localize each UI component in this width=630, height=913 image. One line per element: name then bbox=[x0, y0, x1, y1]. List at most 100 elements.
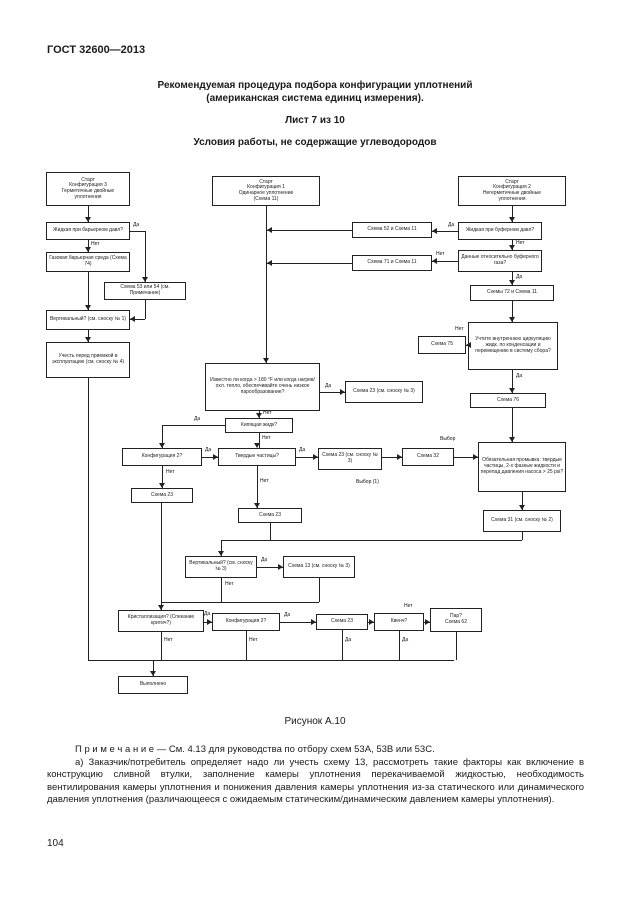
flow-edge-label: Да bbox=[205, 447, 212, 453]
flow-node-done: Выполнено bbox=[118, 676, 188, 694]
note-block: П р и м е ч а н и е — См. 4.13 для руков… bbox=[47, 744, 584, 807]
flow-node-config2-q2: Конфигурация 2? bbox=[212, 613, 280, 631]
flow-arrow bbox=[466, 342, 471, 348]
flow-line bbox=[161, 632, 162, 660]
flow-arrow bbox=[263, 358, 269, 363]
flow-line bbox=[221, 540, 522, 541]
flow-arrow bbox=[85, 217, 91, 222]
flow-node-liquid-buffer-q: Жидкая при буферном давл? bbox=[458, 222, 542, 240]
flow-line bbox=[257, 466, 258, 508]
flow-arrow bbox=[254, 503, 260, 508]
flow-arrow bbox=[425, 619, 430, 625]
flow-line bbox=[221, 578, 222, 602]
flow-node-plan-72-11: Схемы 72 и Схема 11 bbox=[470, 285, 554, 301]
flow-line bbox=[88, 330, 89, 342]
flow-arrow bbox=[254, 443, 260, 448]
flow-edge-label: Нет bbox=[262, 435, 271, 441]
flow-arrow bbox=[267, 227, 272, 233]
flow-line bbox=[512, 272, 513, 285]
flow-line bbox=[432, 231, 458, 232]
procedure-title-line1: Рекомендуемая процедура подбора конфигур… bbox=[157, 80, 473, 91]
flow-edge-label: Нет bbox=[516, 240, 525, 246]
flow-edge-label: Да bbox=[325, 383, 332, 389]
flow-line bbox=[221, 540, 222, 556]
flow-arrow bbox=[85, 337, 91, 342]
flow-node-start-config2: Старт Конфигурация 2 Негерметичные двойн… bbox=[458, 176, 566, 206]
flow-line bbox=[130, 319, 145, 320]
flow-line bbox=[512, 370, 513, 393]
sheet-number: Лист 7 из 10 bbox=[285, 115, 345, 126]
flow-arrow bbox=[159, 483, 165, 488]
flow-line bbox=[145, 300, 146, 319]
flow-line bbox=[270, 523, 271, 540]
flow-edge-label: Нет bbox=[249, 637, 258, 643]
flow-line bbox=[512, 408, 513, 442]
flow-line bbox=[88, 660, 454, 661]
flow-arrow bbox=[369, 619, 374, 625]
note-body: а) Заказчик/потребитель определяет надо … bbox=[47, 756, 584, 806]
flow-line bbox=[512, 206, 513, 222]
flow-line bbox=[320, 392, 345, 393]
figure-caption: Рисунок А.10 bbox=[284, 716, 346, 727]
flow-line bbox=[145, 231, 146, 282]
flow-line bbox=[267, 263, 352, 264]
flow-arrow bbox=[85, 305, 91, 310]
flow-edge-label: Да bbox=[194, 416, 201, 422]
conditions-subtitle: Условия работы, не содержащие углеводоро… bbox=[193, 137, 437, 148]
flow-arrow bbox=[256, 413, 262, 418]
flow-arrow bbox=[130, 316, 135, 322]
flow-arrow bbox=[313, 454, 318, 460]
flow-node-plan-32: Схема 32 bbox=[402, 448, 454, 466]
flow-node-plan-13-note3: Схема 13 (см. сноску № 3) bbox=[283, 556, 355, 578]
flow-line bbox=[257, 567, 283, 568]
flow-node-plan-23-note3: Схема 23 (см. сноску № 3) bbox=[345, 381, 423, 403]
flow-node-internal-circulation-q: Учтите внутреннюю циркуляцию жидк. по ко… bbox=[468, 322, 558, 370]
flow-node-solid-particles-q: Твердые частицы? bbox=[218, 448, 296, 466]
flow-arrow bbox=[509, 437, 515, 442]
flow-line bbox=[522, 532, 523, 540]
flow-line bbox=[399, 631, 400, 660]
flow-node-quench-q: Квенч? bbox=[374, 613, 424, 631]
flow-line bbox=[88, 206, 89, 222]
flow-arrow bbox=[311, 619, 316, 625]
flow-node-liquid-barrier-q: Жидкая при барьерном давл? bbox=[46, 222, 130, 240]
flow-node-start-config1: Старт Конфигурация 1 Одинарное уплотнени… bbox=[212, 176, 320, 206]
flow-line bbox=[88, 378, 89, 660]
flow-node-mandatory-flush-q: Обязательная промывка: твердые частицы, … bbox=[478, 442, 566, 492]
flow-line bbox=[161, 503, 162, 610]
flow-line bbox=[130, 231, 145, 232]
flow-node-start-config3: Старт Конфигурация 3 Герметичные двойные… bbox=[46, 172, 130, 206]
flow-line bbox=[382, 457, 402, 458]
flow-arrow bbox=[432, 258, 437, 264]
flow-node-plan-76: Схема 76 bbox=[470, 393, 546, 408]
flow-line bbox=[432, 261, 458, 262]
flow-edge-label: Нет bbox=[225, 581, 234, 587]
flow-edge-label: Да bbox=[402, 637, 409, 643]
flow-arrow bbox=[509, 245, 515, 250]
flow-edge-label: Да bbox=[261, 557, 268, 563]
page-number: 104 bbox=[47, 838, 64, 849]
flow-arrow bbox=[473, 454, 478, 460]
flow-arrow bbox=[432, 228, 437, 234]
flow-line bbox=[522, 492, 523, 510]
flow-node-plan-71-11: Схема 71 и Схема 11 bbox=[352, 255, 432, 271]
flow-arrow bbox=[509, 280, 515, 285]
flow-node-vertical-note3-q: Вертикальный? (см. сноску № 3) bbox=[185, 556, 257, 578]
flow-arrow bbox=[159, 443, 165, 448]
flow-node-buffer-gas-data-q: Данные относительно буферного газа? bbox=[458, 250, 542, 272]
flow-node-plan-23-2: Схема 23 bbox=[238, 508, 302, 523]
flow-node-config2-q1: Конфигурация 2? bbox=[122, 448, 202, 466]
flow-edge-label: Выбор bbox=[440, 436, 456, 442]
note-intro: П р и м е ч а н и е — См. 4.13 для руков… bbox=[75, 744, 435, 755]
flow-node-temp-over-180f-q: Известно ли когда > 180 °F или когда наг… bbox=[205, 363, 320, 411]
flow-line bbox=[88, 240, 89, 252]
flow-edge-label: Нет bbox=[91, 241, 100, 247]
flow-node-plan-52-11: Схема 52 и Схема 11 bbox=[352, 222, 432, 238]
flow-arrow bbox=[519, 505, 525, 510]
flow-edge-label: Да bbox=[284, 612, 291, 618]
flow-line bbox=[162, 425, 225, 426]
flow-line bbox=[280, 622, 316, 623]
flow-arrow bbox=[218, 551, 224, 556]
flow-line bbox=[454, 457, 478, 458]
flow-edge-label: Да bbox=[345, 637, 352, 643]
